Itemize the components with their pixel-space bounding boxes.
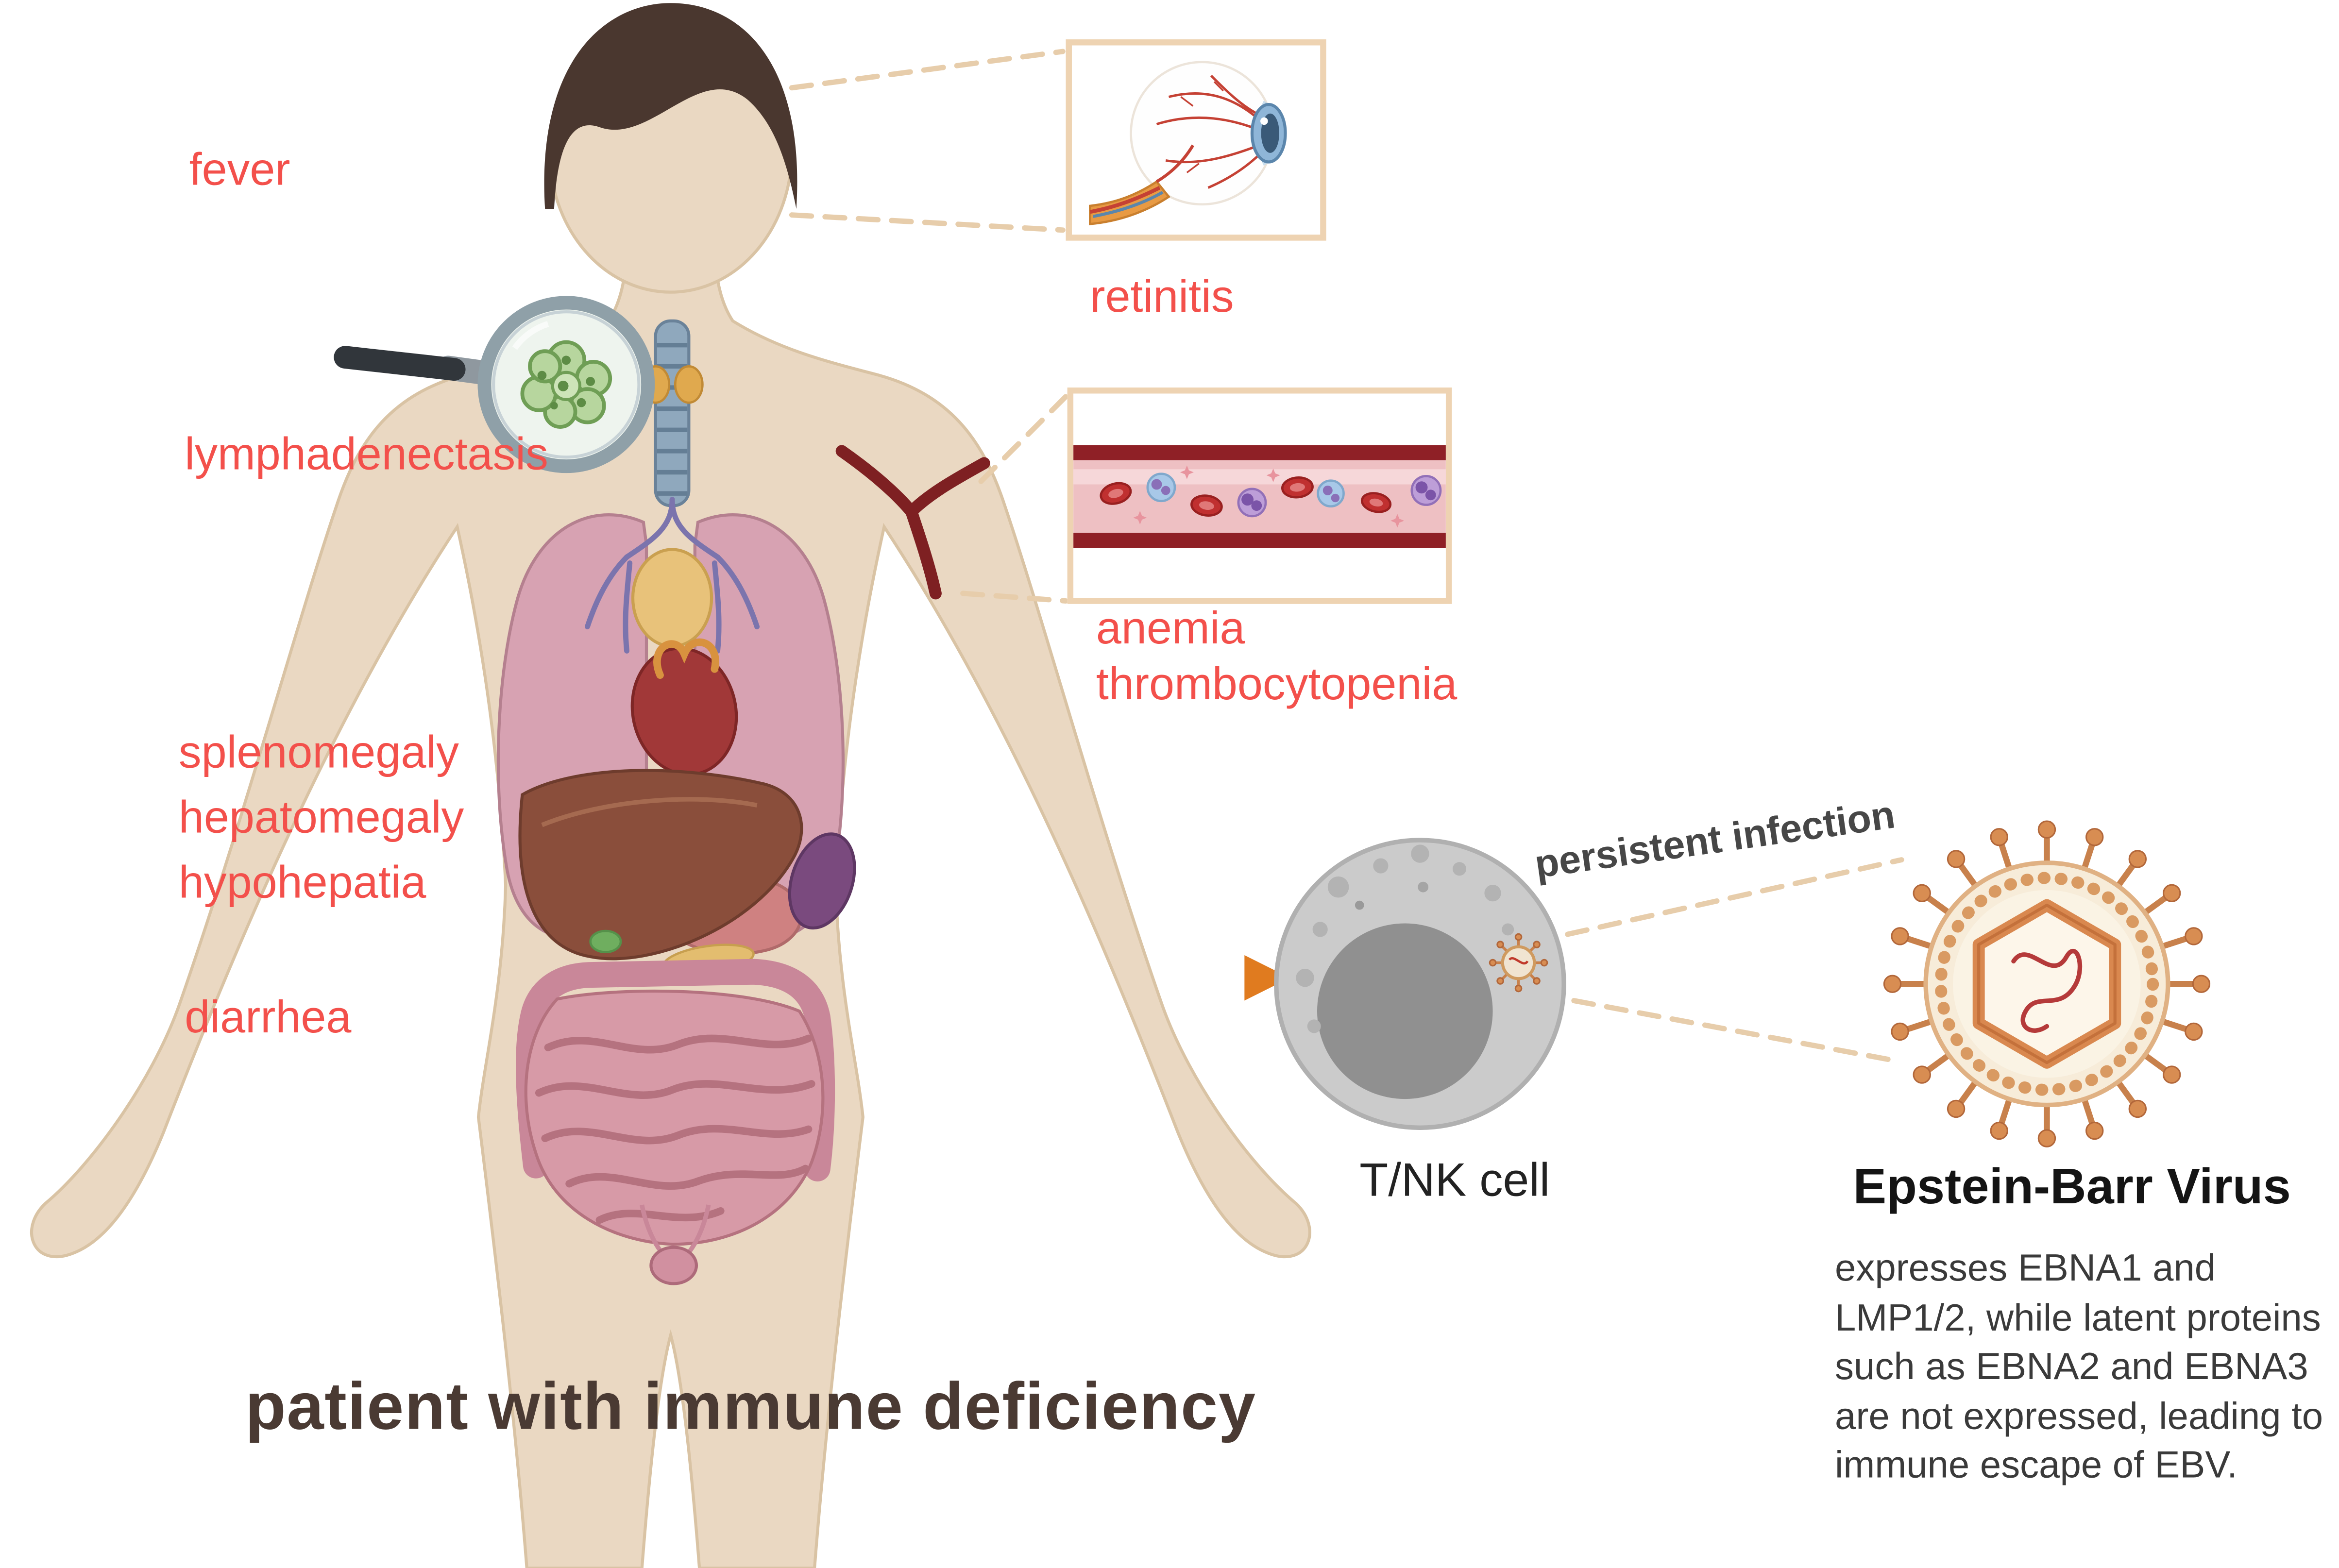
eye-cross-section-illustration <box>1089 61 1287 225</box>
tnk-cell-illustration <box>1274 838 1566 1130</box>
ebv-capsid-hexagon <box>1972 899 2121 1069</box>
white-blood-cells <box>1146 472 1442 518</box>
connector-head-eye-top <box>789 49 1066 91</box>
connector-arm-vessel-top <box>978 394 1068 484</box>
ebv-dna-squiggle <box>2011 948 2083 1033</box>
tnk-cell-label: T/NK cell <box>1359 1153 1550 1207</box>
hair <box>544 3 797 209</box>
lymph-node-cluster <box>520 340 612 429</box>
dashed-connectors <box>789 49 1904 1062</box>
platelets <box>1133 465 1405 528</box>
connector-arm-vessel-bottom <box>960 590 1068 604</box>
arm-vessel-icon <box>835 445 990 600</box>
symptom-label-lymphadenectasis: lymphadenectasis <box>185 430 548 480</box>
magnifier-lymph-node-icon <box>334 296 655 473</box>
cell-granules <box>1296 844 1514 1033</box>
organs <box>496 319 856 1285</box>
mini-ebv-on-cell-icon <box>1489 933 1548 993</box>
ebv-spike-ring <box>1883 820 2211 1147</box>
symptom-label-fever: fever <box>189 145 290 196</box>
connector-head-eye-bottom <box>789 212 1066 233</box>
symptom-label-hypohepatia: hypohepatia <box>178 858 426 909</box>
red-blood-cells <box>1100 476 1392 517</box>
symptom-label-splenomegaly: splenomegaly <box>178 728 459 778</box>
ebv-virion-illustration <box>1883 820 2211 1147</box>
symptom-label-anemia: anemia <box>1096 604 1245 654</box>
patient-body-illustration <box>30 3 1311 1568</box>
blood-vessel-inset-box <box>1067 388 1452 604</box>
retinitis-inset-box <box>1066 39 1326 241</box>
diagram-caption: patient with immune deficiency <box>245 1370 1256 1444</box>
orange-arrow-right <box>860 955 1290 1001</box>
symptom-label-hepatomegaly: hepatomegaly <box>178 793 464 843</box>
connector-cell-ebv-top <box>1532 857 1904 944</box>
connector-cell-ebv-bottom <box>1538 992 1892 1062</box>
ebv-description: expresses EBNA1 and LMP1/2, while latent… <box>1835 1247 2323 1487</box>
symptom-label-thrombocytopenia: thrombocytopenia <box>1096 660 1458 710</box>
symptom-label-diarrhea: diarrhea <box>185 993 352 1043</box>
ebv-title: Epstein-Barr Virus <box>1853 1158 2291 1214</box>
symptom-label-retinitis: retinitis <box>1090 272 1234 322</box>
blood-vessel-cells-illustration <box>1073 445 1446 548</box>
